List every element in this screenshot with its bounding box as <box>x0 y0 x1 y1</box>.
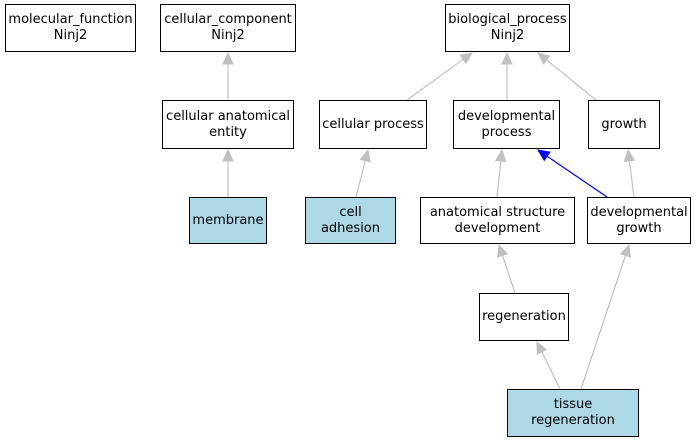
edge-regeneration-to-anatomical-structure-development <box>497 243 516 294</box>
edge-membrane-to-cellular-anatomical-entity <box>222 148 234 197</box>
edge-cell-adhesion-to-cellular-process <box>355 148 371 198</box>
node-cell-adhesion: cell adhesion <box>305 197 396 244</box>
edge-developmental-growth-to-developmental-process <box>537 149 608 198</box>
edge-line <box>496 160 502 198</box>
edge-arrowhead <box>459 52 473 65</box>
edge-line <box>546 155 608 198</box>
edge-arrowhead <box>536 340 548 355</box>
edge-arrowhead <box>222 148 234 162</box>
edge-arrowhead <box>497 243 509 258</box>
edge-arrowhead <box>359 148 371 163</box>
edge-arrowhead <box>501 51 513 65</box>
edge-arrowhead <box>619 243 631 258</box>
edge-line <box>546 59 597 101</box>
node-developmental-growth: developmental growth <box>587 197 691 244</box>
edge-growth-to-biological-process <box>537 52 597 101</box>
node-cellular-component: cellular_component Ninj2 <box>160 4 296 52</box>
edge-arrowhead <box>537 52 551 65</box>
edge-line <box>541 351 561 390</box>
node-developmental-process: developmental process <box>453 100 560 149</box>
edge-line <box>628 160 635 198</box>
node-cellular-process: cellular process <box>319 100 427 149</box>
edge-cellular-anatomical-entity-to-cellular-component <box>222 51 234 100</box>
edge-arrowhead <box>537 149 551 162</box>
edge-line <box>406 58 464 101</box>
edge-developmental-process-to-biological-process <box>501 51 513 100</box>
node-tissue-regeneration: tissue regeneration <box>507 389 639 437</box>
node-molecular-function: molecular_function Ninj2 <box>5 4 136 52</box>
edge-tissue-regeneration-to-developmental-growth <box>580 243 631 390</box>
node-biological-process: biological_process Ninj2 <box>445 4 570 52</box>
edge-cellular-process-to-biological-process <box>406 52 473 101</box>
edge-anatomical-structure-development-to-developmental-process <box>495 148 507 198</box>
edge-line <box>580 255 627 390</box>
node-anatomical-structure-development: anatomical structure development <box>420 197 575 244</box>
edge-arrowhead <box>495 148 507 163</box>
edge-tissue-regeneration-to-regeneration <box>536 340 561 390</box>
node-regeneration: regeneration <box>479 293 569 341</box>
edge-developmental-growth-to-growth <box>623 148 636 198</box>
node-cellular-anatomical-entity: cellular anatomical entity <box>162 100 294 149</box>
node-growth: growth <box>588 100 660 149</box>
edge-arrowhead <box>623 148 636 163</box>
edge-arrowhead <box>222 51 234 65</box>
edge-line <box>501 255 516 294</box>
node-membrane: membrane <box>189 197 267 244</box>
edge-line <box>355 160 366 198</box>
